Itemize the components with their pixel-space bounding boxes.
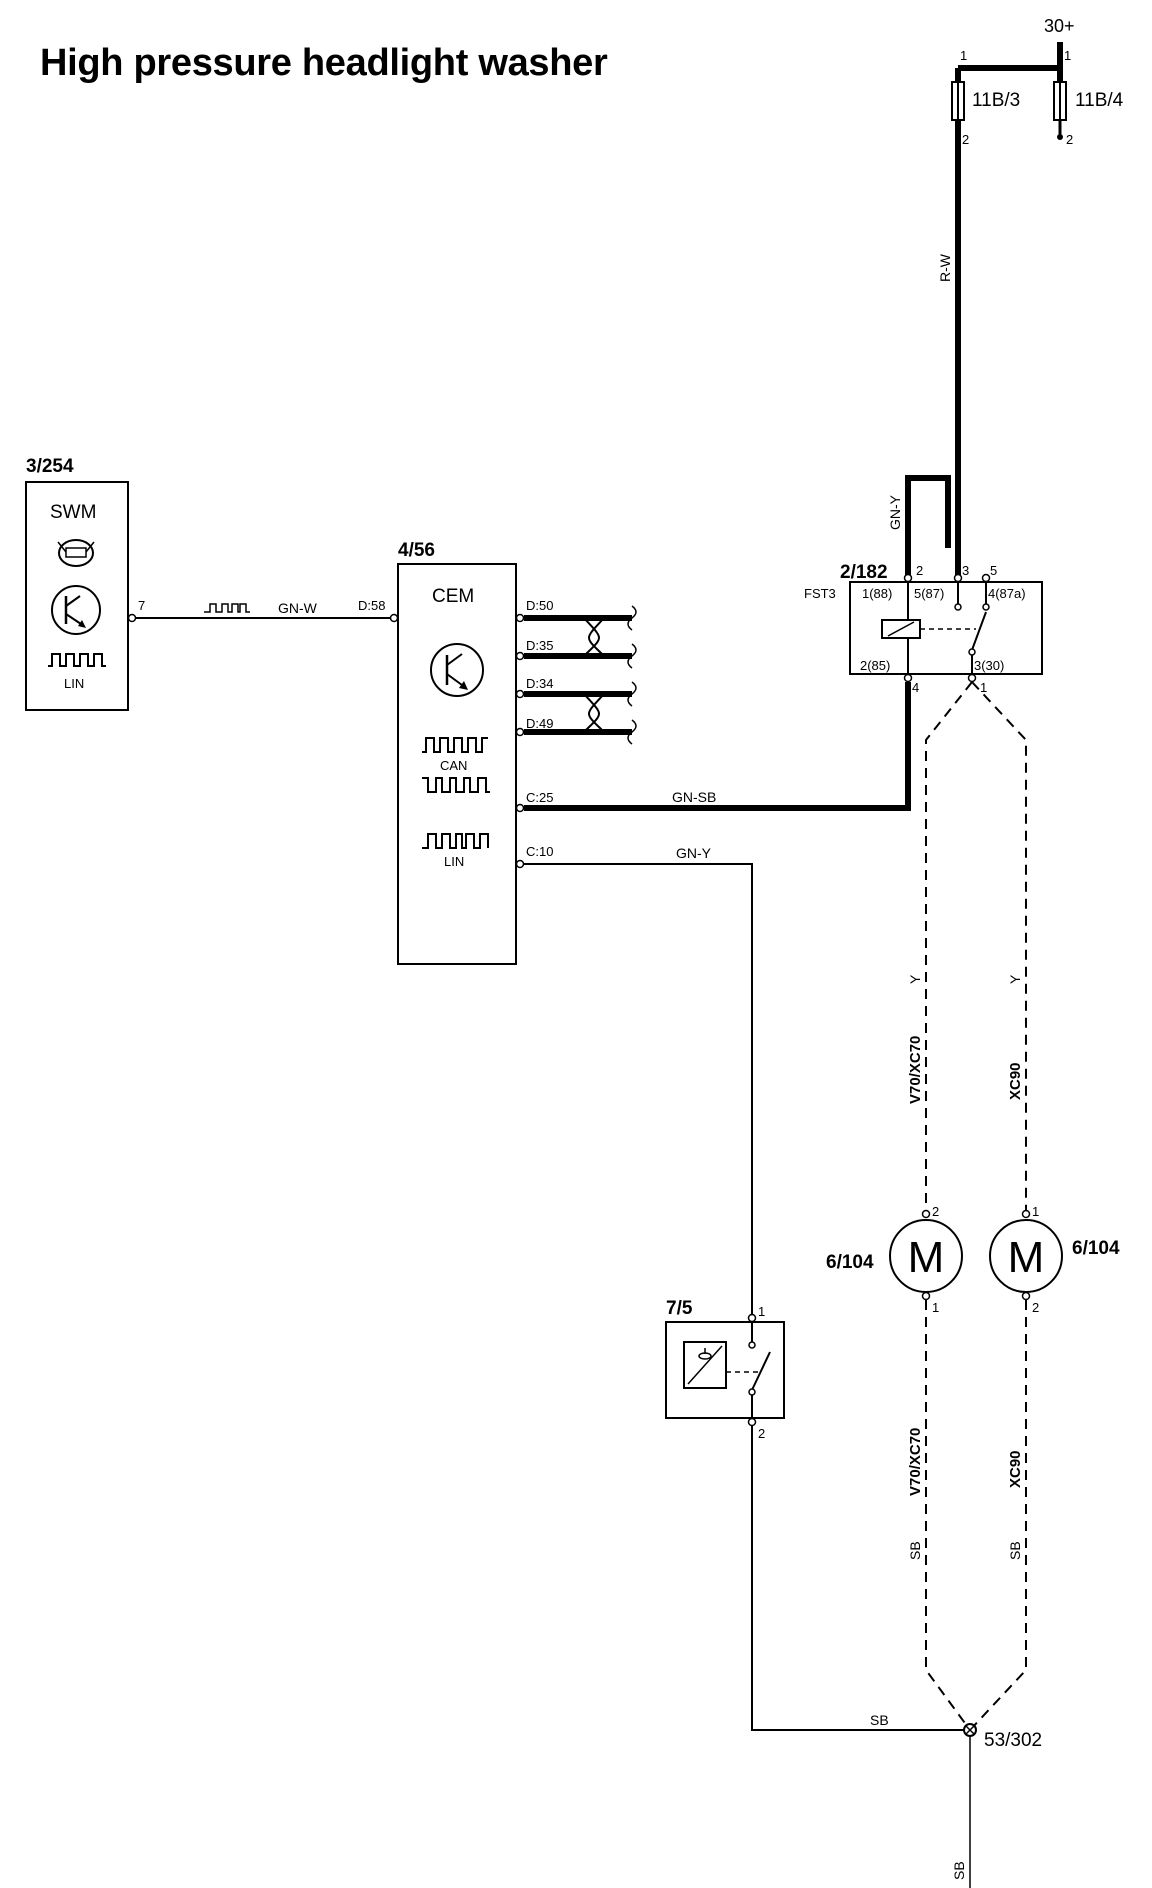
wire-sb-gnd-label: SB [870, 1712, 889, 1728]
relay-fst3: 2/182 FST3 2 3 5 1(88) 5(87) 4(87a) 2(85… [804, 548, 1043, 695]
cem-can-label: CAN [440, 758, 467, 773]
switch-pin-bottom: 2 [758, 1426, 765, 1441]
can-bus-wires [524, 605, 637, 745]
relay-conn-bottom1: 1 [980, 680, 987, 695]
swm-ref: 3/254 [26, 456, 74, 477]
cem-transistor-icon [430, 643, 484, 697]
diagram-title: High pressure headlight washer [40, 42, 608, 84]
switch-pin-top: 1 [758, 1304, 765, 1319]
relay-ref: 2/182 [840, 562, 888, 583]
transistor-icon [51, 585, 101, 635]
wire-sb-left-label: SB [907, 1541, 923, 1560]
fuse-11b3-pin-bottom: 2 [962, 132, 969, 147]
cem-lin-signal-icon [422, 833, 489, 849]
supply-30plus: 30+ [1044, 16, 1075, 36]
wire-y-left-label: Y [907, 974, 923, 984]
wire-gny-label: GN-Y [676, 845, 712, 861]
motor-left-pin-top: 2 [932, 1204, 939, 1219]
relay-pin-3-30: 3(30) [974, 658, 1004, 673]
variant-left-upper: V70/XC70 [907, 1036, 924, 1104]
motor-left-pin-bottom: 1 [932, 1300, 939, 1315]
wire-gnsb-label: GN-SB [672, 789, 716, 805]
lin-wave-icon [204, 603, 250, 613]
cem-pin-c10: C:10 [526, 844, 553, 859]
variant-right-upper: XC90 [1007, 1062, 1024, 1100]
fuse-11b3-ref: 11B/3 [972, 90, 1020, 111]
wire-gny-top-label: GN-Y [887, 494, 903, 530]
fuse-11b3: 1 2 11B/3 [951, 48, 1020, 147]
fuse-11b4-pin-bottom: 2 [1066, 132, 1073, 147]
motor-right: 1 M 2 6/104 [989, 1204, 1120, 1315]
motor-left-symbol: M [908, 1233, 945, 1282]
wire-gny-relay: GN-Y [887, 475, 951, 578]
cem-lin-label: LIN [444, 854, 464, 869]
cem-pin-d58: D:58 [358, 598, 385, 613]
cem-pin-c25: C:25 [526, 790, 553, 805]
cem-pin-d50: D:50 [526, 598, 553, 613]
wire-gny: GN-Y [524, 845, 753, 1314]
variant-left-lower: V70/XC70 [907, 1428, 924, 1496]
motor-right-symbol: M [1008, 1233, 1045, 1282]
relay-pin-5-87: 5(87) [914, 586, 944, 601]
relay-switch-arm [971, 611, 987, 651]
fuse-11b4: 1 2 11B/4 [1053, 48, 1124, 147]
motor-right-ref: 6/104 [1072, 1238, 1120, 1259]
swm-box [25, 481, 129, 711]
relay-conn-top2: 2 [916, 563, 923, 578]
wire-sb-ground: SB [751, 1426, 970, 1731]
motor-left: 2 M 1 6/104 [826, 1204, 963, 1315]
steering-wheel-icon [57, 539, 95, 567]
swm-module: 3/254 SWM LIN 7 [25, 456, 145, 711]
relay-pin-1-88: 1(88) [862, 586, 892, 601]
relay-pin-4-87a: 4(87a) [988, 586, 1026, 601]
cem-name: CEM [432, 586, 474, 607]
cem-ref: 4/56 [398, 540, 435, 561]
variant-right-lower: XC90 [1007, 1450, 1024, 1488]
cem-pin-d35: D:35 [526, 638, 553, 653]
swm-pin-7: 7 [138, 598, 145, 613]
wire-rw: R-W [937, 120, 961, 548]
switch-7-5: 7/5 1 2 [665, 1298, 785, 1441]
wire-rw-label: R-W [937, 253, 953, 282]
wire-y-right-label: Y [1007, 974, 1023, 984]
wire-gnw-label: GN-W [278, 600, 318, 616]
cem-pin-d34: D:34 [526, 676, 553, 691]
ground-point: 53/302 SB [951, 1723, 1042, 1888]
switch-ref: 7/5 [666, 1298, 693, 1319]
switch-arm [751, 1351, 771, 1391]
relay-name: FST3 [804, 586, 836, 601]
supply-label: 30+ [1044, 16, 1075, 36]
relay-conn-top3: 3 [962, 563, 969, 578]
relay-conn-top5: 5 [990, 563, 997, 578]
swm-bus-label: LIN [64, 676, 84, 691]
variant-wiring-upper [925, 681, 1027, 1210]
fuse-11b4-pin-top: 1 [1064, 48, 1071, 63]
swm-name: SWM [50, 502, 96, 523]
motor-right-pin-bottom: 2 [1032, 1300, 1039, 1315]
level-sensor-icon [683, 1341, 727, 1389]
wire-gnsb: GN-SB [524, 682, 911, 811]
ground-ref: 53/302 [984, 1730, 1042, 1751]
cem-module: 4/56 CEM CAN LIN D:58 D:50 D:35 D:34 D:4… [358, 540, 553, 965]
cem-box [397, 563, 517, 965]
relay-conn-bottom4: 4 [912, 680, 919, 695]
fuse-11b4-ref: 11B/4 [1075, 90, 1124, 111]
wire-sb-bottom-label: SB [951, 1861, 967, 1880]
cem-pin-d49: D:49 [526, 716, 553, 731]
wire-gnw: GN-W [136, 600, 394, 619]
lin-signal-icon [48, 653, 106, 667]
relay-pin-2-85: 2(85) [860, 658, 890, 673]
fuse-11b3-pin-top: 1 [960, 48, 967, 63]
wire-sb-right-label: SB [1007, 1541, 1023, 1560]
motor-right-pin-top: 1 [1032, 1204, 1039, 1219]
variant-wiring-lower [925, 1300, 1027, 1731]
motor-left-ref: 6/104 [826, 1252, 874, 1273]
can-signal-icon [422, 737, 490, 793]
